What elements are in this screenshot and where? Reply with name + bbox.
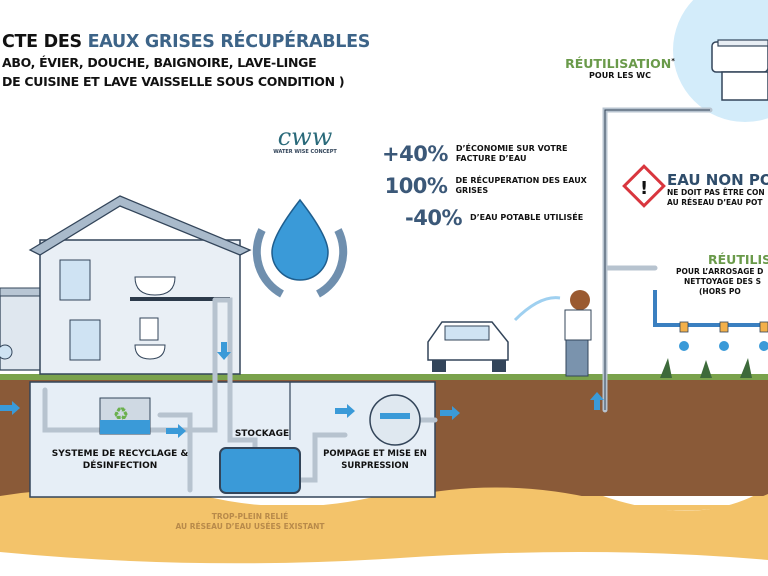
warning-line-1: NE DOIT PAS ÊTRE CON [667, 188, 765, 197]
pumping-label: POMPAGE ET MISE EN SURPRESSION [323, 449, 427, 471]
storage-label: STOCKAGE [234, 429, 290, 439]
stat-label: D’ÉCONOMIE SUR VOTRE FACTURE D’EAU [455, 144, 568, 163]
stats-list: +40% D’ÉCONOMIE SUR VOTRE FACTURE D’EAU 1… [382, 142, 592, 230]
logo-tagline: WATER WISE CONCEPT [273, 149, 337, 155]
sprinklers [679, 321, 768, 333]
overflow-label: TROP-PLEIN RELIÉ AU RÉSEAU D’EAU USÉES E… [160, 512, 340, 532]
title-line-2: ABO, ÉVIER, DOUCHE, BAIGNOIRE, LAVE-LING… [2, 55, 317, 70]
reuse-garden-line-3: (HORS PO [699, 287, 741, 296]
stat-label: D’EAU POTABLE UTILISÉE [470, 213, 584, 222]
reuse-garden-line-1: POUR L’ARROSAGE D [676, 267, 764, 276]
stat-item: +40% D’ÉCONOMIE SUR VOTRE FACTURE D’EAU [382, 142, 592, 166]
overflow-line-1: TROP-PLEIN RELIÉ [211, 512, 289, 521]
stat-label: DE RÉCUPERATION DES EAUX GRISES [455, 176, 587, 195]
title-dark: CTE DES [2, 32, 82, 52]
reuse-garden-title: RÉUTILIS [708, 252, 768, 267]
reuse-garden-line-2: NETTOYAGE DES S [684, 277, 762, 286]
car-illustration [427, 321, 509, 372]
water-drop-logo-icon [252, 198, 348, 298]
title-accent: EAUX GRISES RÉCUPÉRABLES [87, 32, 371, 52]
house-illustration [0, 195, 252, 375]
toilet-icon [711, 39, 768, 101]
svg-text:!: ! [640, 178, 648, 199]
recycling-label: SYSTEME DE RECYCLAGE & DÉSINFECTION [51, 449, 189, 471]
stat-value: +40% [382, 142, 448, 166]
warning-line-2: AU RÉSEAU D’EAU POT [667, 198, 763, 207]
pump-unit [369, 394, 421, 446]
person-illustration [564, 290, 592, 377]
overflow-line-2: AU RÉSEAU D’EAU USÉES EXISTANT [175, 522, 325, 531]
flow-arrows [0, 342, 604, 438]
water-drops [679, 341, 768, 351]
reuse-garden-label: RÉUTILIS POUR L’ARROSAGE D NETTOYAGE DES… [676, 252, 768, 297]
svg-text:♻: ♻ [113, 404, 129, 425]
page-title: CTE DES EAUX GRISES RÉCUPÉRABLES [2, 32, 370, 52]
stat-item: 100% DE RÉCUPERATION DES EAUX GRISES [382, 174, 592, 198]
reuse-wc-subtitle: POUR LES WC [589, 71, 651, 80]
pipe-outlines [604, 109, 710, 410]
logo: cww WATER WISE CONCEPT [250, 125, 360, 155]
warning-title: EAU NON POT [667, 171, 768, 189]
warning-label: EAU NON POT NE DOIT PAS ÊTRE CON AU RÉSE… [667, 172, 768, 208]
asterisk: * [671, 56, 675, 65]
reuse-wc-title: RÉUTILISATION [565, 56, 672, 71]
logo-letters: cww [277, 123, 333, 151]
storage-tank [219, 447, 301, 494]
plants [660, 358, 752, 378]
reuse-wc-label: RÉUTILISATION* POUR LES WC [560, 56, 680, 81]
title-line-3: DE CUISINE ET LAVE VAISSELLE SOUS CONDIT… [2, 74, 345, 89]
stat-value: 100% [384, 174, 448, 198]
warning-icon: ! [622, 164, 666, 208]
stat-item: -40% D’EAU POTABLE UTILISÉE [382, 206, 592, 230]
stat-value: -40% [405, 206, 462, 230]
